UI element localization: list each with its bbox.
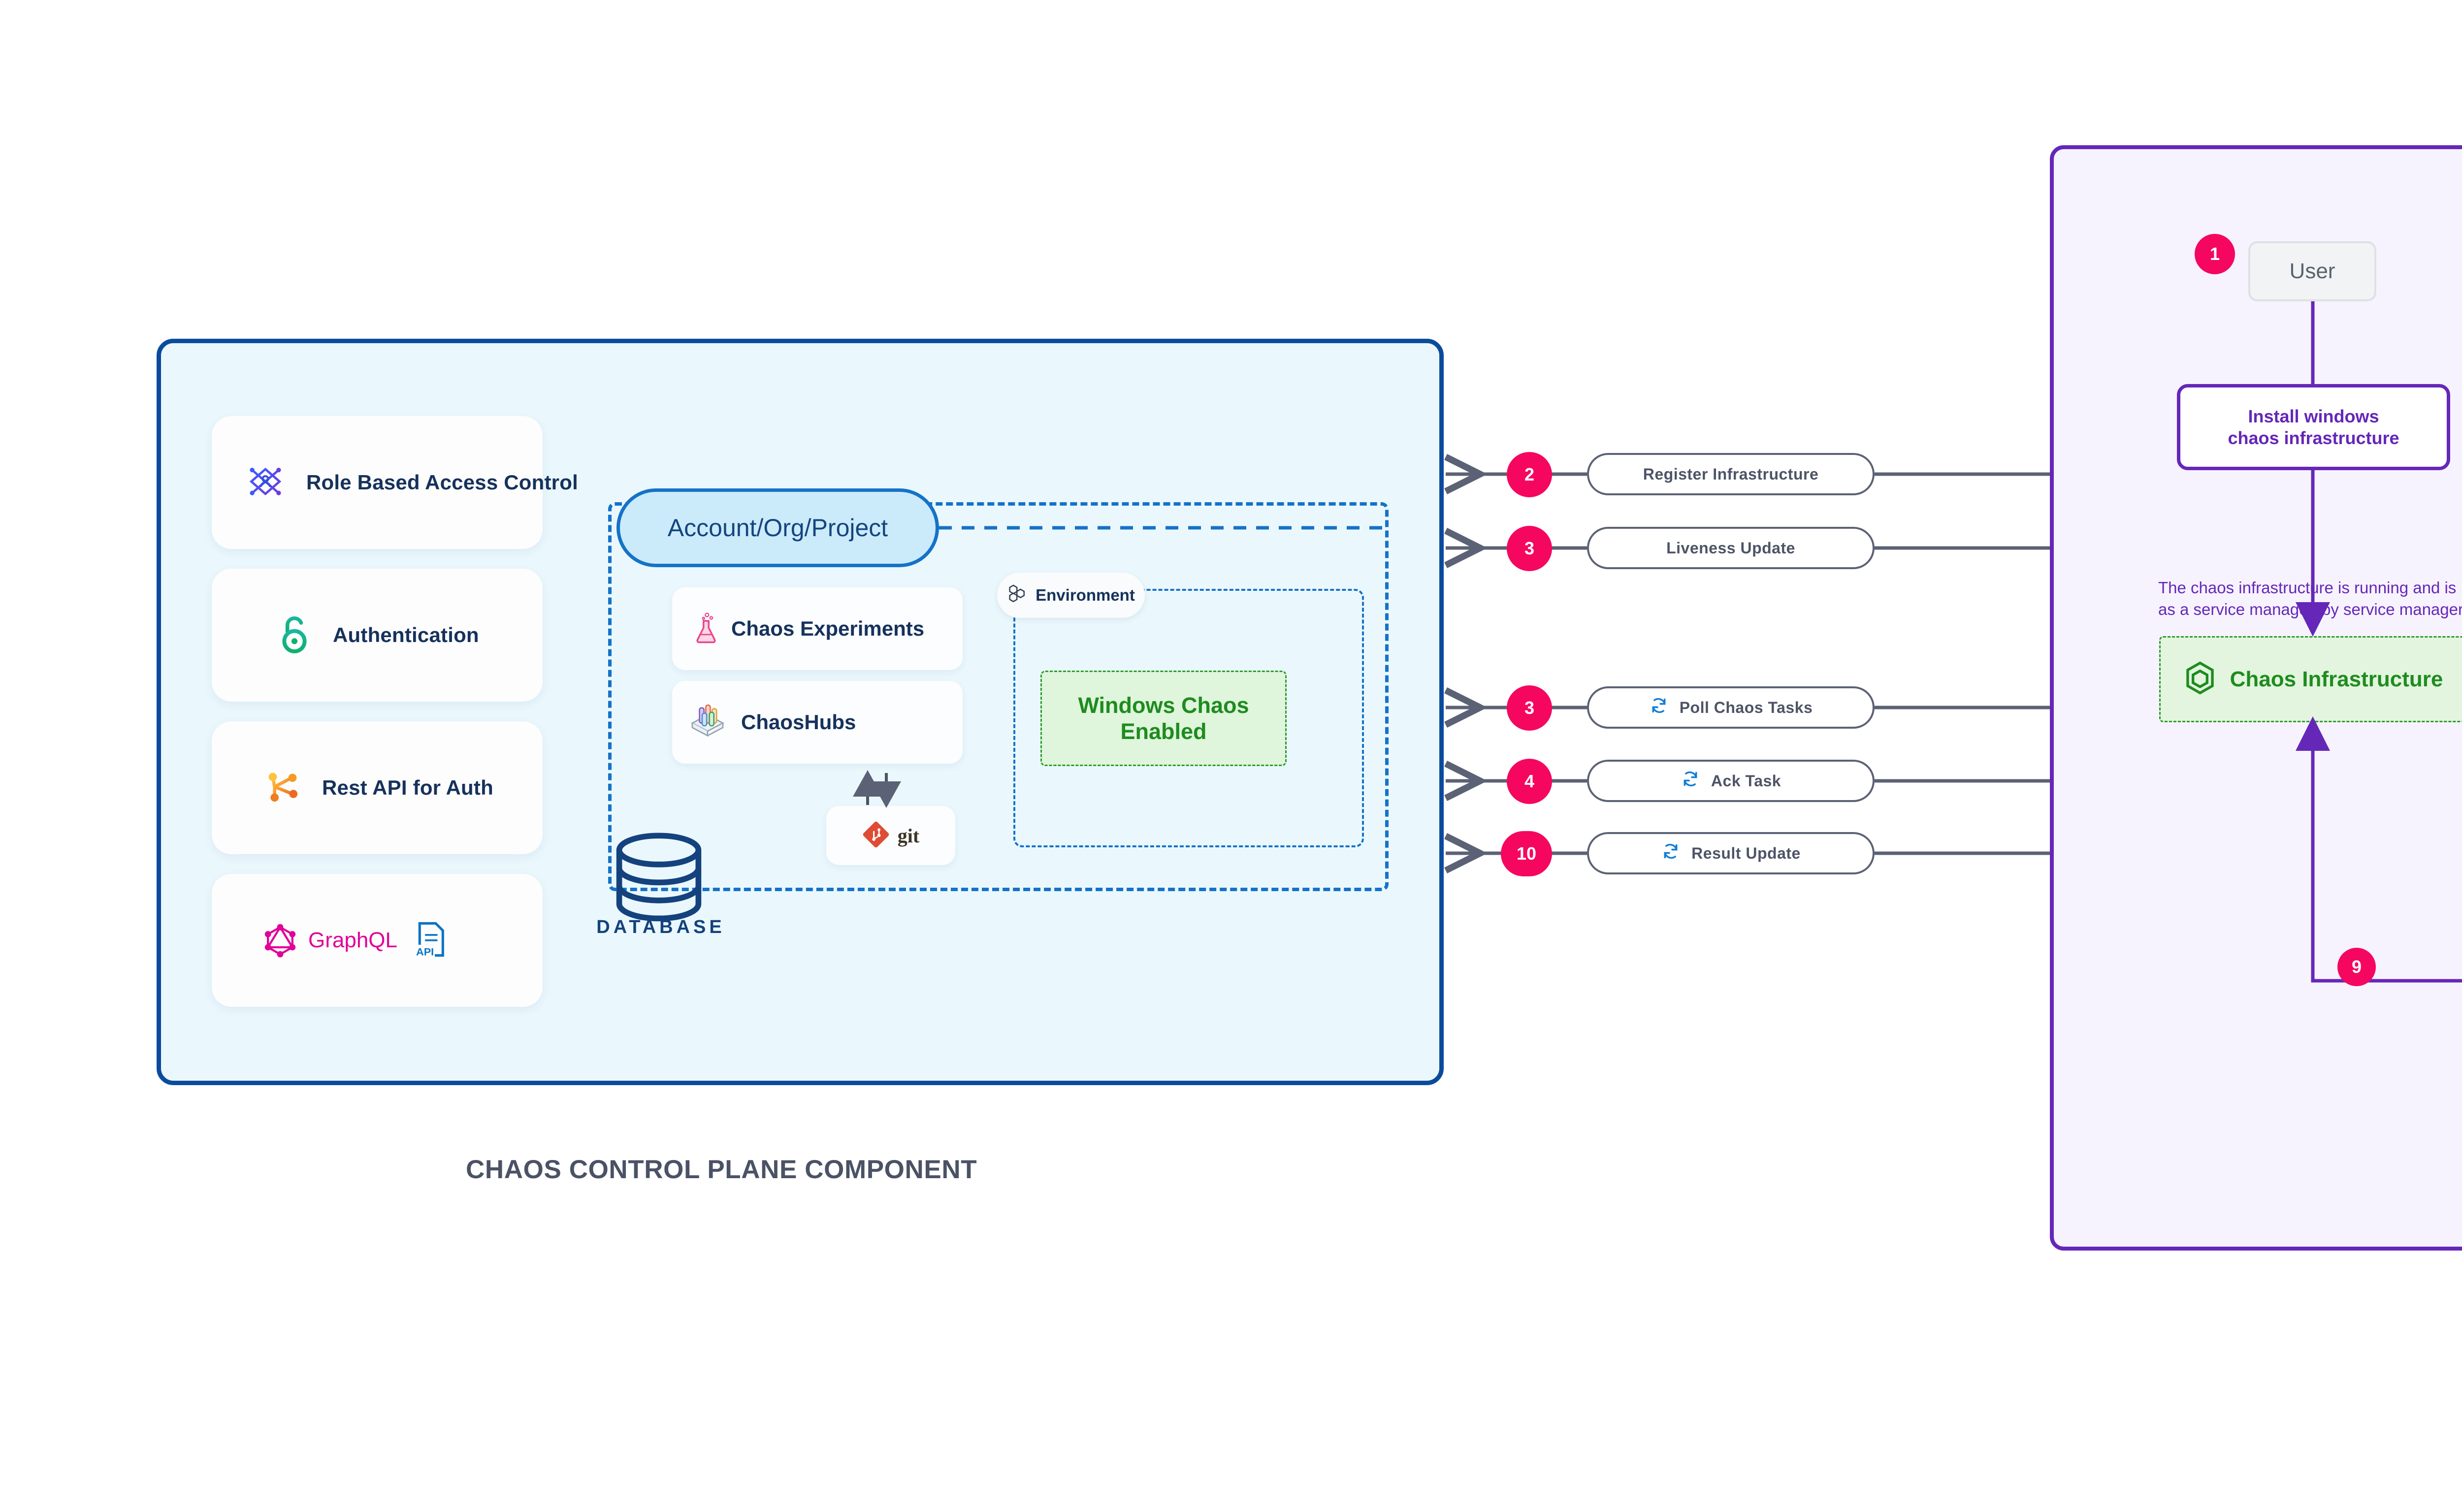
install-label: Install windows chaos infrastructure — [2228, 406, 2399, 448]
git-card[interactable]: git — [826, 806, 955, 865]
step-badge-10: 10 — [1501, 831, 1552, 876]
chaos-infrastructure-label: Chaos Infrastructure — [2230, 667, 2443, 691]
control-plane-title: CHAOS CONTROL PLANE COMPONENT — [466, 1155, 977, 1184]
windows-chaos-status-badge: Windows Chaos Enabled — [1040, 671, 1287, 766]
service-card-rbac[interactable]: Role Based Access Control — [212, 416, 578, 549]
step-badge-3b: 3 — [1507, 685, 1552, 731]
unlock-icon — [276, 613, 313, 658]
rest-api-icon — [263, 767, 302, 809]
windows-chaos-label: Windows Chaos Enabled — [1078, 692, 1249, 744]
service-card-label: Role Based Access Control — [306, 471, 578, 494]
account-org-project-label: Account/Org/Project — [667, 514, 888, 542]
service-manager-note: The chaos infrastructure is running and … — [2158, 579, 2462, 619]
hexagons-icon — [1007, 583, 1028, 608]
chaoshubs-card[interactable]: ChaosHubs — [672, 681, 963, 764]
chaoshubs-label: ChaosHubs — [741, 710, 856, 734]
chaos-experiments-card[interactable]: Chaos Experiments — [672, 587, 963, 670]
service-card-label: Authentication — [333, 623, 479, 646]
chaos-experiments-label: Chaos Experiments — [731, 617, 925, 640]
connector-label: Poll Chaos Tasks — [1679, 698, 1813, 716]
git-label: git — [897, 824, 920, 847]
user-box[interactable]: User — [2248, 241, 2376, 301]
connector-pill-liveness-update[interactable]: Liveness Update — [1587, 527, 1875, 569]
graphql-icon — [261, 920, 299, 961]
connector-label: Register Infrastructure — [1643, 465, 1819, 483]
database-label: DATABASE — [596, 917, 725, 937]
sync-icon — [1661, 841, 1681, 865]
connector-label: Liveness Update — [1666, 539, 1795, 557]
step-badge-9: 9 — [2337, 948, 2376, 986]
account-org-project-container — [608, 502, 1389, 891]
hexagon-infra-icon — [2185, 661, 2215, 697]
service-card-label: Rest API for Auth — [322, 776, 493, 799]
connector-pill-ack-task[interactable]: Ack Task — [1587, 760, 1875, 802]
connector-pill-register-infrastructure[interactable]: Register Infrastructure — [1587, 453, 1875, 495]
connector-label: Ack Task — [1711, 772, 1782, 790]
step-badge-1: 1 — [2195, 234, 2235, 274]
install-windows-chaos-infrastructure-box[interactable]: Install windows chaos infrastructure — [2177, 384, 2450, 470]
sync-icon — [1681, 769, 1700, 793]
user-label: User — [2289, 259, 2335, 283]
step-badge-3a: 3 — [1507, 526, 1552, 571]
chaos-infrastructure-box[interactable]: Chaos Infrastructure — [2159, 636, 2462, 722]
api-document-icon: API — [415, 921, 446, 961]
service-card-authentication[interactable]: Authentication — [212, 569, 543, 702]
connector-pill-poll-chaos-tasks[interactable]: Poll Chaos Tasks — [1587, 686, 1875, 729]
sync-icon — [1649, 696, 1669, 719]
database-icon — [605, 832, 713, 928]
service-card-rest-api[interactable]: Rest API for Auth — [212, 721, 543, 854]
svg-text:API: API — [416, 945, 434, 958]
rbac-icon — [244, 460, 287, 505]
environment-chip[interactable]: Environment — [997, 573, 1145, 618]
connector-label: Result Update — [1691, 844, 1801, 862]
step-badge-4: 4 — [1507, 759, 1552, 804]
service-card-graphql[interactable]: GraphQL API — [212, 874, 543, 1007]
service-card-label: GraphQL — [308, 928, 397, 952]
test-tube-rack-icon — [687, 703, 728, 742]
account-org-project-chip[interactable]: Account/Org/Project — [616, 488, 939, 567]
step-badge-2: 2 — [1507, 452, 1552, 497]
environment-container — [1013, 589, 1364, 847]
git-icon — [862, 821, 890, 851]
connector-pill-result-update[interactable]: Result Update — [1587, 832, 1875, 874]
environment-label: Environment — [1036, 586, 1135, 604]
flask-icon — [694, 611, 718, 646]
